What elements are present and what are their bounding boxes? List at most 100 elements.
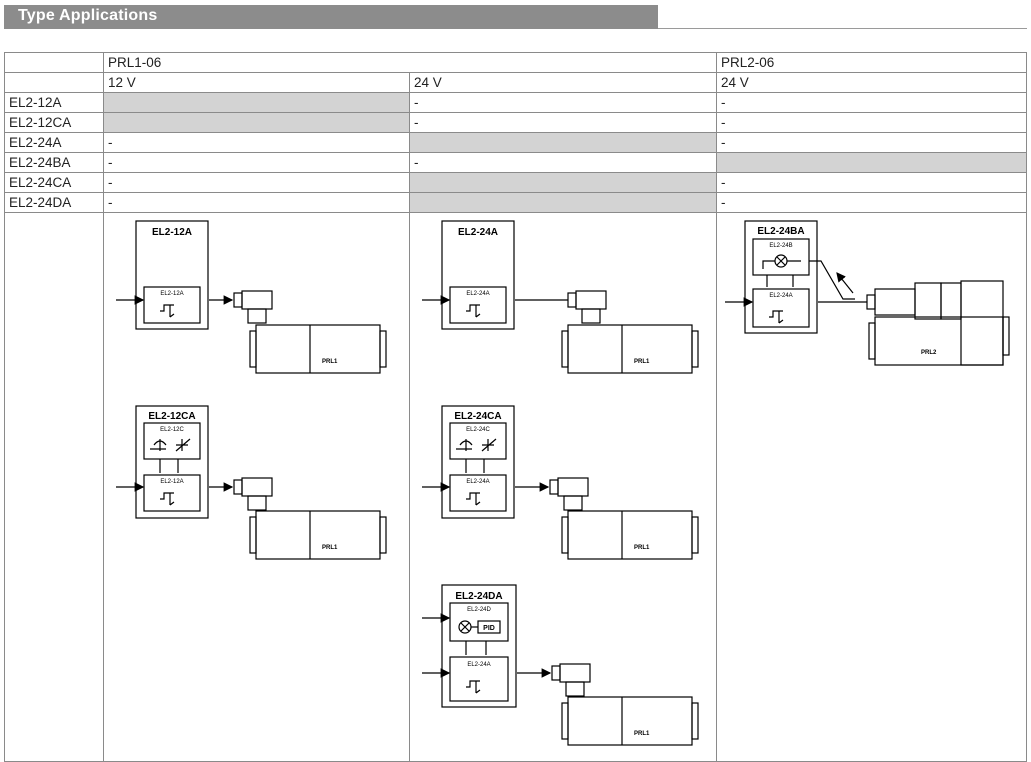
cell: - [716, 112, 1028, 133]
group-prl2: PRL2-06 [716, 52, 1028, 73]
prl1-valve-icon [567, 510, 693, 560]
corner-cell [4, 72, 104, 93]
diagram-el2-24ca: EL2-24CA EL2-24C EL2-24A [422, 405, 699, 560]
corner-cell [4, 52, 104, 73]
cell: - [103, 132, 410, 153]
valve-label: PRL1 [634, 545, 650, 551]
compatible-cell [408, 192, 718, 213]
connector-plug-icon [866, 294, 876, 310]
module-label: EL2-24A [467, 662, 490, 668]
ramp-symbol-icon [456, 438, 497, 452]
compatible-cell [716, 152, 1028, 173]
feedback-arrow-icon [836, 272, 854, 294]
corner-cell [4, 212, 104, 762]
cell: - [103, 172, 410, 193]
cell: - [716, 92, 1028, 113]
voltage-c2: 24 V [408, 72, 718, 93]
prl2-valve-icon [960, 280, 1004, 366]
table-row: EL2-12CA - - [4, 112, 1028, 133]
diagram-title: EL2-24CA [454, 411, 501, 422]
compatible-cell [408, 172, 718, 193]
row-label: EL2-12A [4, 92, 104, 113]
feedback-line [809, 260, 856, 300]
table-row: EL2-24DA - - [4, 192, 1028, 213]
module-label: EL2-24A [466, 291, 489, 297]
switch-symbol-icon [769, 310, 784, 324]
switch-symbol-icon [160, 492, 175, 506]
cell: - [716, 172, 1028, 193]
row-label: EL2-24DA [4, 192, 104, 213]
module-label: EL2-24C [466, 427, 490, 433]
prl1-valve-icon [567, 696, 693, 746]
voltage-c3: 24 V [716, 72, 1028, 93]
valve-label: PRL1 [322, 545, 338, 551]
pid-block-icon [477, 620, 501, 634]
module-label: EL2-12A [160, 291, 183, 297]
group-prl1: PRL1-06 [102, 52, 718, 73]
switch-symbol-icon [466, 492, 481, 506]
table-row: EL2-24BA - - [4, 152, 1028, 173]
row-label: EL2-12CA [4, 112, 104, 133]
row-label: EL2-24BA [4, 152, 104, 173]
diagram-el2-12a: EL2-12A EL2-12A PRL1 [116, 220, 387, 374]
module-label: EL2-24D [467, 607, 491, 613]
switch-symbol-icon [466, 304, 481, 318]
valve-label: PRL1 [634, 731, 650, 737]
diagram-title: EL2-24DA [455, 591, 502, 602]
cell: - [408, 92, 718, 113]
diagram-title: EL2-12A [152, 227, 192, 238]
header-rule [658, 28, 1027, 29]
compatible-cell [103, 112, 410, 133]
valve-label: PRL2 [921, 350, 937, 356]
diagram-cell-prl2-24v: EL2-24BA EL2-24B EL2-24A [716, 212, 1028, 762]
connector-plug-icon [551, 665, 561, 681]
diagram-el2-24a: EL2-24A EL2-24A PRL1 [422, 220, 699, 374]
cell: - [408, 112, 718, 133]
pid-label: PID [483, 625, 495, 632]
row-label: EL2-24A [4, 132, 104, 153]
diagram-canvas: EL2-24A EL2-24A PRL1 [422, 220, 699, 746]
section-header-bar: Type Applications [4, 5, 658, 29]
prl1-valve-icon [567, 324, 693, 374]
connector-plug-icon [549, 479, 559, 495]
diagram-cell-24v: EL2-24A EL2-24A PRL1 [408, 212, 718, 762]
diagram-row: EL2-12A EL2-12A PRL1 [4, 212, 1028, 762]
connector-plug-icon [233, 292, 243, 308]
diagram-title: EL2-12CA [148, 411, 195, 422]
diagram-el2-12ca: EL2-12CA EL2-12C EL2-12A [116, 405, 387, 560]
voltage-c1: 12 V [103, 72, 410, 93]
type-applications-table: PRL1-06 PRL2-06 12 V 24 V 24 V EL2-12A -… [4, 52, 1028, 762]
diagram-title: EL2-24BA [757, 226, 804, 237]
table-row: EL2-24A - - [4, 132, 1028, 153]
cell: - [716, 132, 1028, 153]
switch-symbol-icon [160, 304, 175, 318]
diagram-canvas: EL2-24BA EL2-24B EL2-24A [725, 220, 1010, 366]
module-label: EL2-12C [160, 427, 184, 433]
diagram-el2-24da: EL2-24DA EL2-24D PID EL2-24A [422, 584, 699, 746]
compatible-cell [408, 132, 718, 153]
module-label: EL2-24A [769, 293, 792, 299]
module-label: EL2-12A [160, 479, 183, 485]
connector-plug-icon [233, 479, 243, 495]
ramp-symbol-icon [150, 438, 191, 452]
cell: - [103, 192, 410, 213]
cell: - [716, 192, 1028, 213]
group-header-row: PRL1-06 PRL2-06 [4, 52, 1028, 73]
prl1-valve-icon [255, 324, 381, 374]
valve-label: PRL1 [322, 359, 338, 365]
diagram-el2-24ba: EL2-24BA EL2-24B EL2-24A [725, 220, 1010, 366]
table-row: EL2-12A - - [4, 92, 1028, 113]
compatible-cell [103, 92, 410, 113]
cell: - [408, 152, 718, 173]
module-label: EL2-24B [769, 243, 792, 249]
section-title: Type Applications [18, 7, 158, 24]
cell: - [103, 152, 410, 173]
connector-plug-icon [567, 292, 577, 308]
module-label: EL2-24A [466, 479, 489, 485]
switch-symbol-icon [466, 680, 481, 694]
diagram-title: EL2-24A [458, 227, 498, 238]
diagram-cell-12v: EL2-12A EL2-12A PRL1 [103, 212, 410, 762]
table-row: EL2-24CA - - [4, 172, 1028, 193]
diagram-canvas: EL2-12A EL2-12A PRL1 [116, 220, 387, 560]
valve-label: PRL1 [634, 359, 650, 365]
